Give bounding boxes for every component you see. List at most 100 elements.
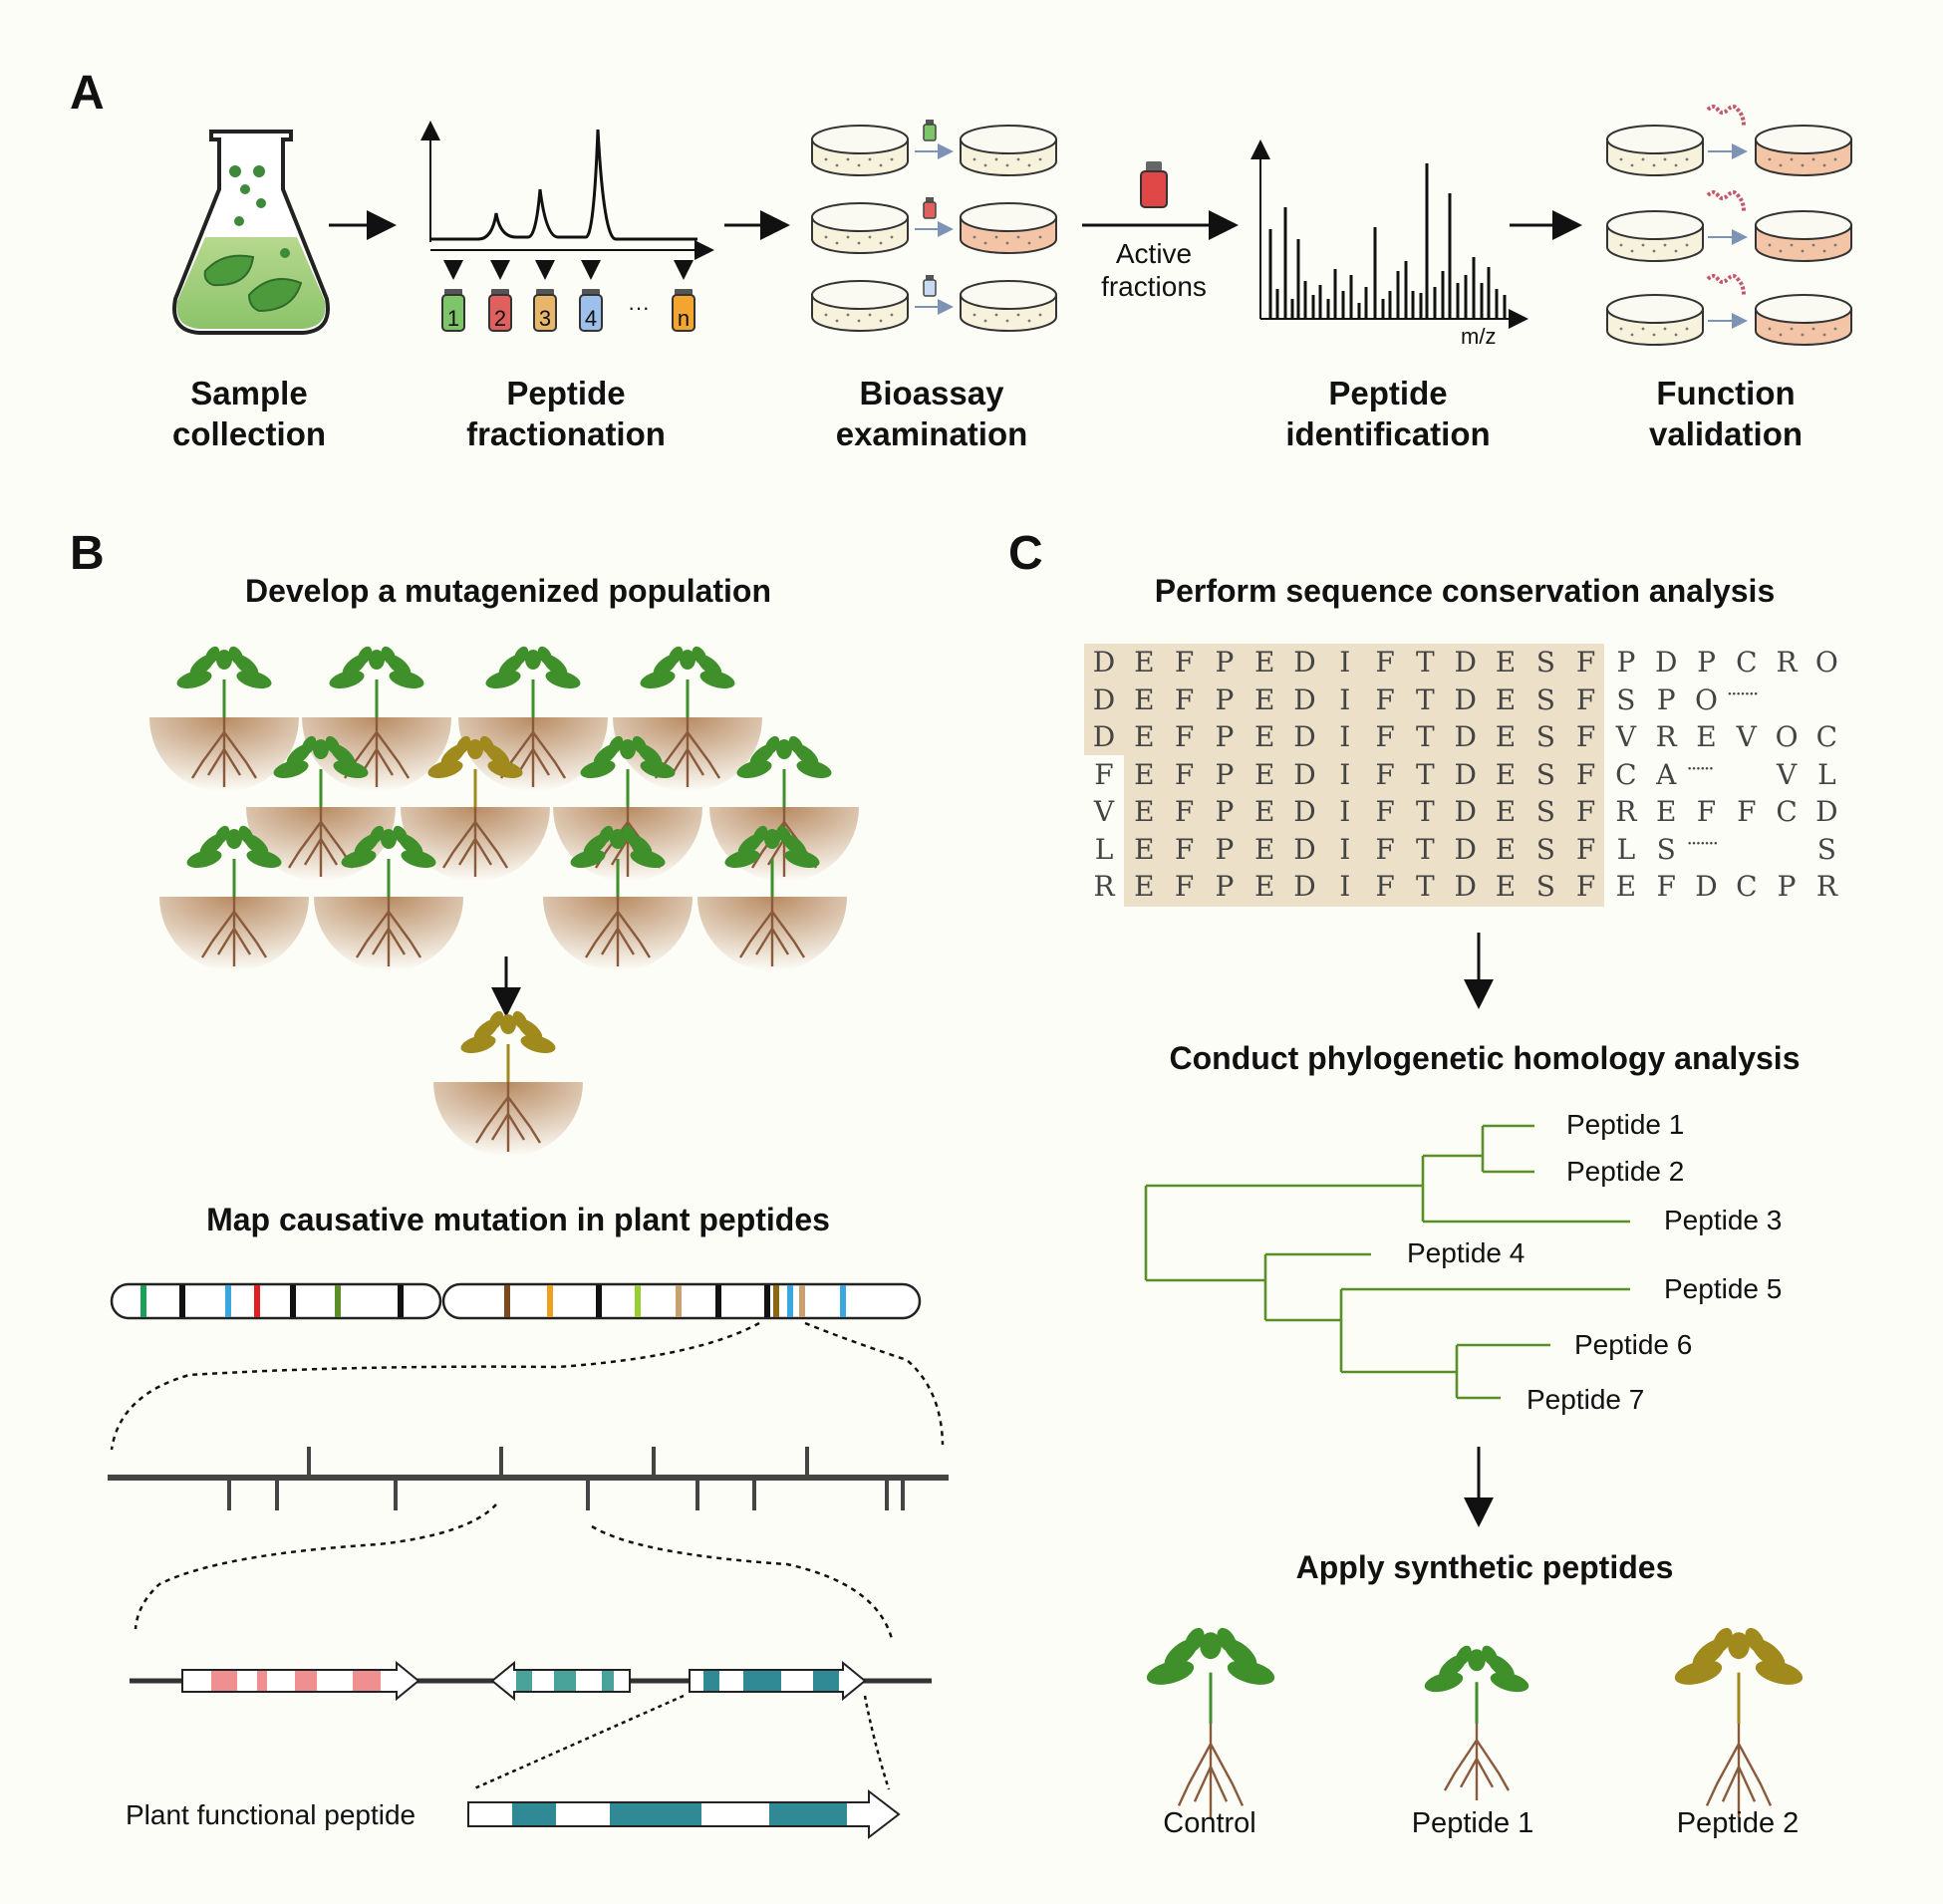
alignment-residue: D [1454, 795, 1477, 828]
leaf [1728, 1632, 1750, 1660]
tube-body [441, 294, 465, 332]
leaf [329, 670, 365, 689]
alignment-residue: F [1375, 870, 1395, 903]
leaf [724, 849, 760, 869]
leaf [784, 849, 820, 869]
exon-block [743, 1671, 781, 1691]
leaf [427, 759, 463, 779]
bubble [256, 198, 266, 208]
tube-body [579, 294, 603, 332]
leaf [204, 646, 220, 666]
dish-dot [1674, 249, 1678, 253]
leaf [796, 759, 832, 779]
tree-leaf-peptide-3: Peptide 3 [1664, 1205, 1783, 1235]
alignment-residue: E [1253, 832, 1275, 866]
title-map-causative-mutation: Map causative mutation in plant peptides [206, 1202, 830, 1237]
exon-block [516, 1671, 532, 1691]
leaf [214, 825, 230, 845]
plant-label-peptide-1: Peptide 1 [1411, 1807, 1534, 1839]
alignment-residue: F [1737, 795, 1757, 828]
chromosome-band [676, 1285, 682, 1317]
leaf [246, 849, 282, 869]
alignment-residue: D [1293, 870, 1316, 903]
fraction-tube-5 [672, 260, 695, 332]
alignment-residue: F [1375, 682, 1395, 716]
bubble [253, 165, 265, 177]
dish-top [811, 125, 909, 154]
leaf [776, 739, 792, 759]
plant-label-peptide-2: Peptide 2 [1676, 1807, 1800, 1839]
leaf [369, 825, 385, 845]
leaf [776, 825, 792, 845]
dish-top [811, 280, 909, 310]
dish-dot [1779, 249, 1783, 253]
zoom-line-peptide-right [863, 1695, 891, 1790]
alignment-residue: I [1339, 646, 1351, 679]
dish-dot [1027, 319, 1031, 323]
alignment-residue: S [1535, 832, 1555, 866]
dish-top [1755, 125, 1852, 154]
peptide-squiggle [1706, 190, 1746, 212]
alignment-residue: E [1134, 720, 1155, 753]
alignment-residue: D [1454, 870, 1477, 903]
root-system [190, 715, 258, 787]
tube-cap [491, 289, 509, 295]
petri-dish-left [811, 202, 909, 254]
dish-dot [1768, 327, 1772, 331]
panel-b-letter: B [70, 527, 105, 580]
alignment-residue: F [1375, 795, 1395, 828]
dish-top [1606, 294, 1704, 324]
tree-leaf-peptide-5: Peptide 5 [1664, 1273, 1783, 1304]
active-line-1: Active [1115, 238, 1193, 269]
dish-dot [879, 241, 883, 245]
conserved-region-highlight [1084, 644, 1604, 755]
leaf [570, 849, 606, 869]
chromosome-band [773, 1285, 779, 1317]
dish-dot [1768, 243, 1772, 247]
dish-dot [1005, 241, 1009, 245]
tube-cap [582, 289, 600, 295]
alignment-residue: T [1416, 682, 1435, 716]
alignment-residue: S [1656, 832, 1676, 866]
leaf [1713, 1627, 1733, 1653]
alignment-residue: F [1575, 870, 1596, 903]
active-fraction-bottle [1140, 161, 1168, 208]
dish-dot [1619, 327, 1623, 331]
leaf [632, 735, 648, 755]
alignment-residue: E [1495, 720, 1517, 753]
dish-dot [972, 313, 976, 317]
leaf [764, 829, 780, 849]
alignment-residue: P [1616, 646, 1636, 679]
dish-dot [1779, 333, 1783, 337]
tube-cap [536, 289, 554, 295]
alignment-residue: F [1575, 757, 1596, 791]
leaf [357, 646, 373, 666]
alignment-residue: D [1293, 795, 1316, 828]
functional-peptide-label: Plant functional peptide [126, 1799, 416, 1830]
alignment-residue: E [1134, 646, 1155, 679]
dish-dot [994, 235, 998, 239]
alignment-residue: L [1616, 832, 1636, 866]
tube-number: 1 [447, 306, 459, 331]
dish-dot [824, 313, 828, 317]
leaf [369, 650, 385, 670]
fraction-tube-1 [441, 260, 465, 332]
stage-line-1: Sample [190, 375, 308, 411]
alignment-residue: D [1815, 795, 1838, 828]
bottle-body [1140, 170, 1168, 208]
dish-dot [1822, 249, 1826, 253]
leaf [389, 670, 424, 689]
alignment-residue: V [1736, 720, 1757, 753]
dish-dot [868, 313, 872, 317]
chromosome-band [225, 1285, 231, 1317]
alignment-residue: D [1092, 646, 1116, 679]
alignment-residue: S [1535, 646, 1555, 679]
dish-dot [1652, 333, 1656, 337]
leaf [1468, 1649, 1486, 1672]
dish-dot [1652, 249, 1656, 253]
dish-dot [1833, 157, 1837, 161]
alignment-residue: D [1454, 757, 1477, 791]
alignment-residue: E [1696, 720, 1717, 753]
